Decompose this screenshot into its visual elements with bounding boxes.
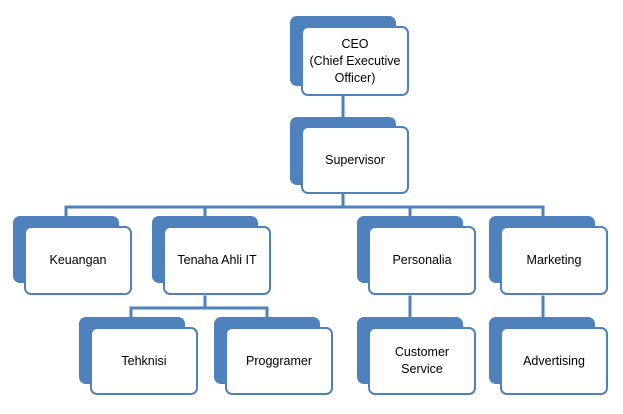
node-keuangan-label: Keuangan [49,253,107,267]
node-advertising: Advertising [0,0,608,395]
node-personalia-label: Personalia [392,253,452,267]
node-proggramer-label: Proggramer [246,353,312,368]
node-proggramer: Proggramer [0,0,333,395]
node-tehknisi-label: Tehknisi [121,353,167,368]
node-keuangan: Keuangan [0,0,132,295]
node-advertising-label: Advertising [523,353,585,368]
node-tenaha-ahli-it: Tenaha Ahli IT [0,0,271,295]
node-ceo-label: CEO (Chief Executive Officer) [309,36,401,85]
node-tehknisi: Tehknisi [0,0,198,395]
node-marketing: Marketing [0,0,608,295]
node-marketing-label: Marketing [526,253,582,267]
node-customer-service-label: Customer Service [394,345,450,376]
node-personalia: Personalia [0,0,476,295]
node-tenaha-ahli-it-label: Tenaha Ahli IT [177,253,257,267]
node-customer-service: Customer Service [0,0,476,395]
node-ceo: CEO (Chief Executive Officer) [0,0,409,96]
node-supervisor: Supervisor [0,0,409,194]
node-supervisor-label: Supervisor [325,152,385,167]
